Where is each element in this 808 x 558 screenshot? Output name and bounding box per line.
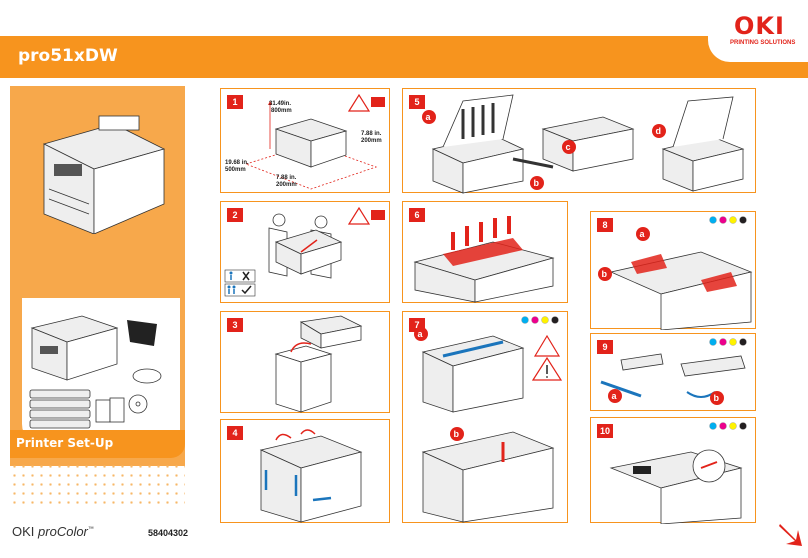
toner-dot-cyan bbox=[709, 338, 717, 346]
step-5-illustration: a c b d bbox=[422, 94, 745, 194]
front-mm: 200mm bbox=[276, 182, 297, 188]
step-2-illustration bbox=[224, 206, 385, 297]
toner-dot-black bbox=[739, 422, 747, 430]
step-8-illustration: a b bbox=[598, 216, 753, 330]
side-mm: 500mm bbox=[225, 167, 246, 173]
toner-dot-black bbox=[739, 216, 747, 224]
three-people-check-icon bbox=[224, 283, 256, 297]
toner-dot-cyan bbox=[709, 422, 717, 430]
one-person-cross-icon bbox=[224, 269, 256, 283]
callout-a-label: a bbox=[612, 391, 618, 401]
brand-name: OKI bbox=[12, 524, 35, 539]
trademark-symbol: ™ bbox=[87, 526, 94, 533]
step-1-illustration: 31.49in. 800mm 7.88 in. 200mm 19.68 in. … bbox=[225, 93, 385, 190]
callout-c-label: c bbox=[566, 142, 571, 152]
step-10-panel: 10 bbox=[590, 417, 756, 524]
front-in: 7.88 in. bbox=[276, 175, 297, 181]
depth-mm: 200mm bbox=[361, 138, 382, 144]
step-number: 10 bbox=[597, 424, 614, 438]
step-3-panel: 3 bbox=[220, 311, 390, 413]
callout-b-label: b bbox=[602, 269, 608, 279]
step-number: 3 bbox=[227, 318, 243, 332]
depth-in: 7.88 in. bbox=[361, 131, 382, 137]
logo-text: OKI bbox=[734, 12, 785, 40]
step-4-illustration bbox=[259, 429, 363, 523]
height-in: 31.49in. bbox=[269, 101, 291, 107]
section-title: Printer Set-Up bbox=[16, 436, 114, 450]
step-6-panel: 6 bbox=[402, 201, 568, 303]
step-7-illustration: a b bbox=[414, 316, 563, 523]
step-number: 1 bbox=[227, 95, 243, 109]
callout-d bbox=[652, 124, 666, 138]
brand-product: proColor bbox=[38, 524, 88, 539]
hot-surface-icon bbox=[533, 334, 561, 357]
printer-illustration bbox=[42, 115, 166, 234]
part-number: 58404302 bbox=[148, 528, 189, 538]
brand-logo: OKI PRINTING SOLUTIONS bbox=[708, 0, 808, 62]
step-number: 4 bbox=[227, 426, 243, 440]
caution-icon bbox=[531, 356, 563, 381]
callout-b bbox=[710, 391, 724, 405]
step-number: 9 bbox=[597, 340, 613, 354]
sidebar-hero bbox=[10, 86, 185, 466]
toner-dot-magenta bbox=[531, 316, 539, 324]
step-number: 6 bbox=[409, 208, 425, 222]
step-9-illustration: a b bbox=[600, 338, 747, 405]
toner-dot-yellow bbox=[729, 216, 737, 224]
step-1-panel: 1 31.49in. 800mm 7.88 in. 200mm 19.68 in… bbox=[220, 88, 390, 193]
dot-pattern bbox=[10, 462, 185, 510]
callout-d-label: d bbox=[656, 126, 662, 136]
callout-a bbox=[414, 327, 428, 341]
callout-b bbox=[530, 176, 544, 190]
toner-dot-magenta bbox=[719, 216, 727, 224]
step-number: 5 bbox=[409, 95, 425, 109]
toner-dot-yellow bbox=[729, 422, 737, 430]
step-10-illustration bbox=[609, 422, 747, 524]
next-arrow-icon[interactable] bbox=[778, 520, 804, 550]
callout-b-label: b bbox=[714, 393, 720, 403]
step-2-panel: 2 bbox=[220, 201, 390, 303]
callout-b bbox=[598, 267, 612, 281]
step-8-panel: 8 a b bbox=[590, 211, 756, 330]
toner-dot-yellow bbox=[729, 338, 737, 346]
toner-dot-yellow bbox=[541, 316, 549, 324]
callout-c bbox=[562, 140, 576, 154]
toner-dot-black bbox=[551, 316, 559, 324]
header-bar: pro51xDW bbox=[0, 36, 808, 78]
model-name: pro51xDW bbox=[18, 46, 118, 66]
box-contents bbox=[22, 298, 180, 446]
step-5-panel: 5 a c b d bbox=[402, 88, 756, 194]
step-number: 2 bbox=[227, 208, 243, 222]
section-title-bar: Printer Set-Up bbox=[10, 430, 185, 458]
callout-b bbox=[450, 427, 464, 441]
toner-dot-magenta bbox=[719, 338, 727, 346]
callout-a-label: a bbox=[640, 229, 646, 239]
toner-dot-magenta bbox=[719, 422, 727, 430]
step-7-panel: 7 a b bbox=[402, 311, 568, 523]
callout-a bbox=[422, 110, 436, 124]
step-6-illustration bbox=[413, 216, 555, 303]
step-number: 8 bbox=[597, 218, 613, 232]
callout-a bbox=[636, 227, 650, 241]
callout-a bbox=[608, 389, 622, 403]
callout-a-label: a bbox=[426, 112, 432, 122]
callout-a-label: a bbox=[418, 329, 424, 339]
step-3-illustration bbox=[274, 315, 363, 413]
toner-dot-cyan bbox=[521, 316, 529, 324]
brand-mark: OKI proColor™ bbox=[12, 524, 94, 539]
side-in: 19.68 in. bbox=[225, 160, 249, 166]
weight-warning-icon bbox=[347, 93, 385, 112]
height-mm: 800mm bbox=[271, 108, 292, 114]
step-9-panel: 9 a b bbox=[590, 333, 756, 411]
box-contents-illustration bbox=[29, 315, 162, 429]
toner-dot-cyan bbox=[709, 216, 717, 224]
step-4-panel: 4 bbox=[220, 419, 390, 523]
callout-b-label: b bbox=[454, 429, 460, 439]
weight-warning-icon bbox=[347, 206, 385, 225]
callout-b-label: b bbox=[534, 178, 540, 188]
toner-dot-black bbox=[739, 338, 747, 346]
logo-tagline: PRINTING SOLUTIONS bbox=[730, 40, 796, 46]
